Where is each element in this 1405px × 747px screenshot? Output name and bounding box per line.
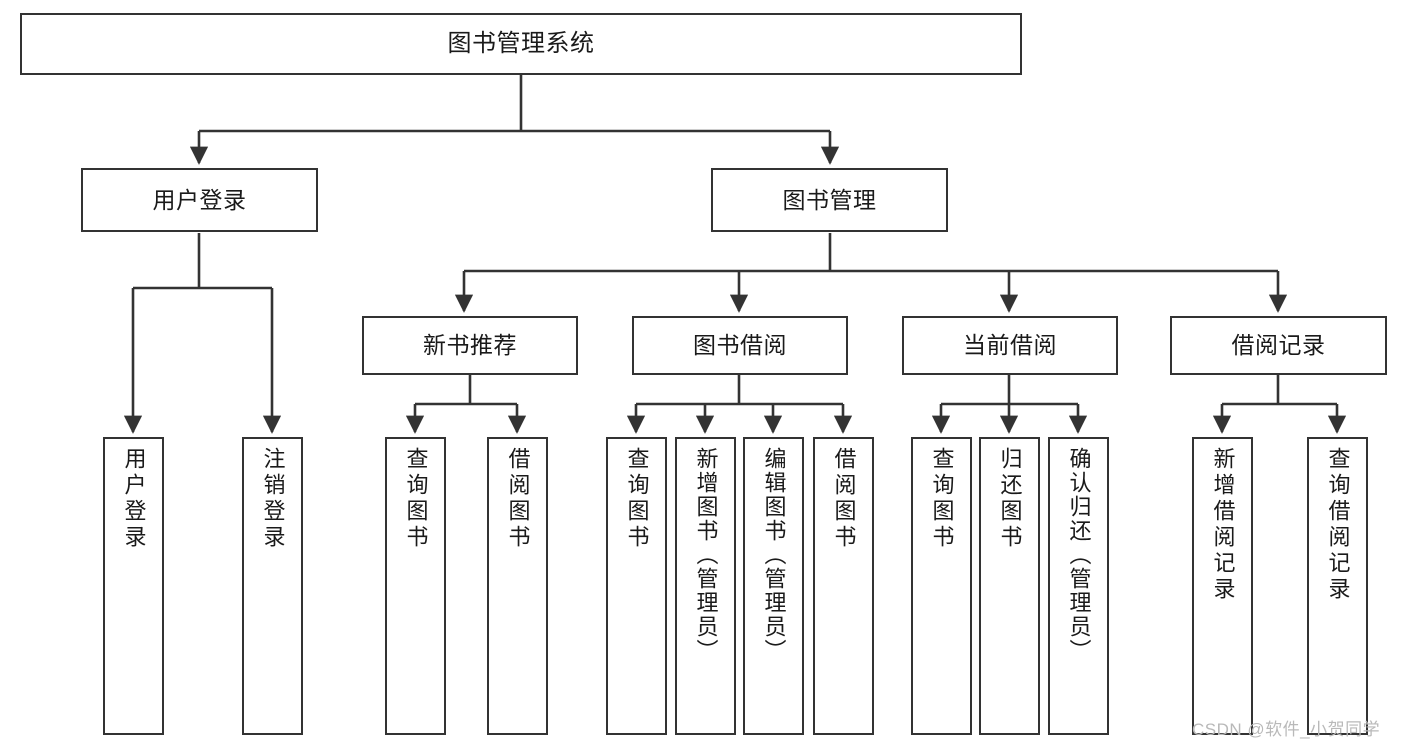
leaf-add-borrow-record[interactable]: 新增借阅记录 — [1192, 437, 1253, 735]
node-book-manage[interactable]: 图书管理 — [711, 168, 948, 232]
leaf-recommend-borrow-book[interactable]: 借阅图书 — [487, 437, 548, 735]
node-new-book-recommend-label: 新书推荐 — [423, 332, 517, 359]
leaf-current-query-book-label: 查询图书 — [929, 447, 955, 551]
node-current-borrow-label: 当前借阅 — [963, 332, 1057, 359]
leaf-return-book-label: 归还图书 — [997, 447, 1023, 551]
leaf-recommend-query-book[interactable]: 查询图书 — [385, 437, 446, 735]
node-book-manage-label: 图书管理 — [782, 186, 877, 213]
node-borrow-record[interactable]: 借阅记录 — [1170, 316, 1387, 375]
leaf-confirm-return-admin-label: 确认归还（管理员） — [1066, 447, 1092, 663]
leaf-logout-label: 注销登录 — [260, 447, 286, 551]
leaf-borrow-book-label: 借阅图书 — [831, 447, 857, 551]
csdn-watermark: CSDN @软件_小贺同学 — [1192, 720, 1381, 739]
leaf-logout[interactable]: 注销登录 — [242, 437, 303, 735]
node-book-borrow-label: 图书借阅 — [693, 332, 787, 359]
leaf-query-borrow-record[interactable]: 查询借阅记录 — [1307, 437, 1368, 735]
leaf-edit-book-admin-label: 编辑图书（管理员） — [761, 447, 787, 663]
leaf-confirm-return-admin[interactable]: 确认归还（管理员） — [1048, 437, 1109, 735]
node-user-login[interactable]: 用户登录 — [81, 168, 318, 232]
leaf-recommend-query-book-label: 查询图书 — [403, 447, 429, 551]
leaf-recommend-borrow-book-label: 借阅图书 — [505, 447, 531, 551]
leaf-borrow-query-book-label: 查询图书 — [624, 447, 650, 551]
node-current-borrow[interactable]: 当前借阅 — [902, 316, 1118, 375]
leaf-edit-book-admin[interactable]: 编辑图书（管理员） — [743, 437, 804, 735]
node-borrow-record-label: 借阅记录 — [1231, 332, 1326, 359]
leaf-add-book-admin-label: 新增图书（管理员） — [693, 447, 719, 663]
leaf-user-login-label: 用户登录 — [121, 447, 147, 551]
leaf-borrow-book[interactable]: 借阅图书 — [813, 437, 874, 735]
leaf-borrow-query-book[interactable]: 查询图书 — [606, 437, 667, 735]
node-new-book-recommend[interactable]: 新书推荐 — [362, 316, 578, 375]
leaf-return-book[interactable]: 归还图书 — [979, 437, 1040, 735]
node-root-label: 图书管理系统 — [447, 30, 595, 58]
leaf-add-book-admin[interactable]: 新增图书（管理员） — [675, 437, 736, 735]
leaf-add-borrow-record-label: 新增借阅记录 — [1210, 447, 1236, 603]
node-book-borrow[interactable]: 图书借阅 — [632, 316, 848, 375]
leaf-query-borrow-record-label: 查询借阅记录 — [1325, 447, 1351, 603]
leaf-user-login[interactable]: 用户登录 — [103, 437, 164, 735]
node-root[interactable]: 图书管理系统 — [20, 13, 1022, 75]
node-user-login-label: 用户登录 — [152, 186, 247, 213]
leaf-current-query-book[interactable]: 查询图书 — [911, 437, 972, 735]
